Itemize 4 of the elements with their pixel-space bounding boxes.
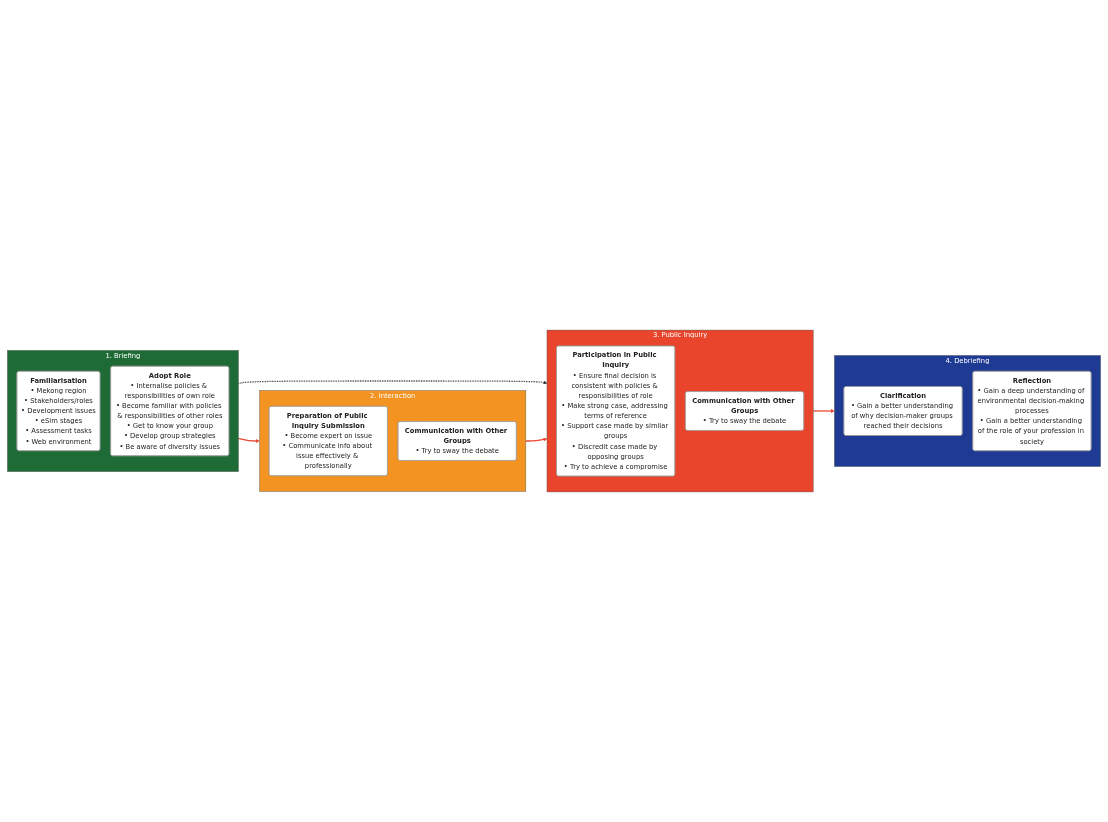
arrow [812,409,835,413]
arrow [237,437,260,443]
arrow [237,380,548,385]
arrow [525,437,548,442]
